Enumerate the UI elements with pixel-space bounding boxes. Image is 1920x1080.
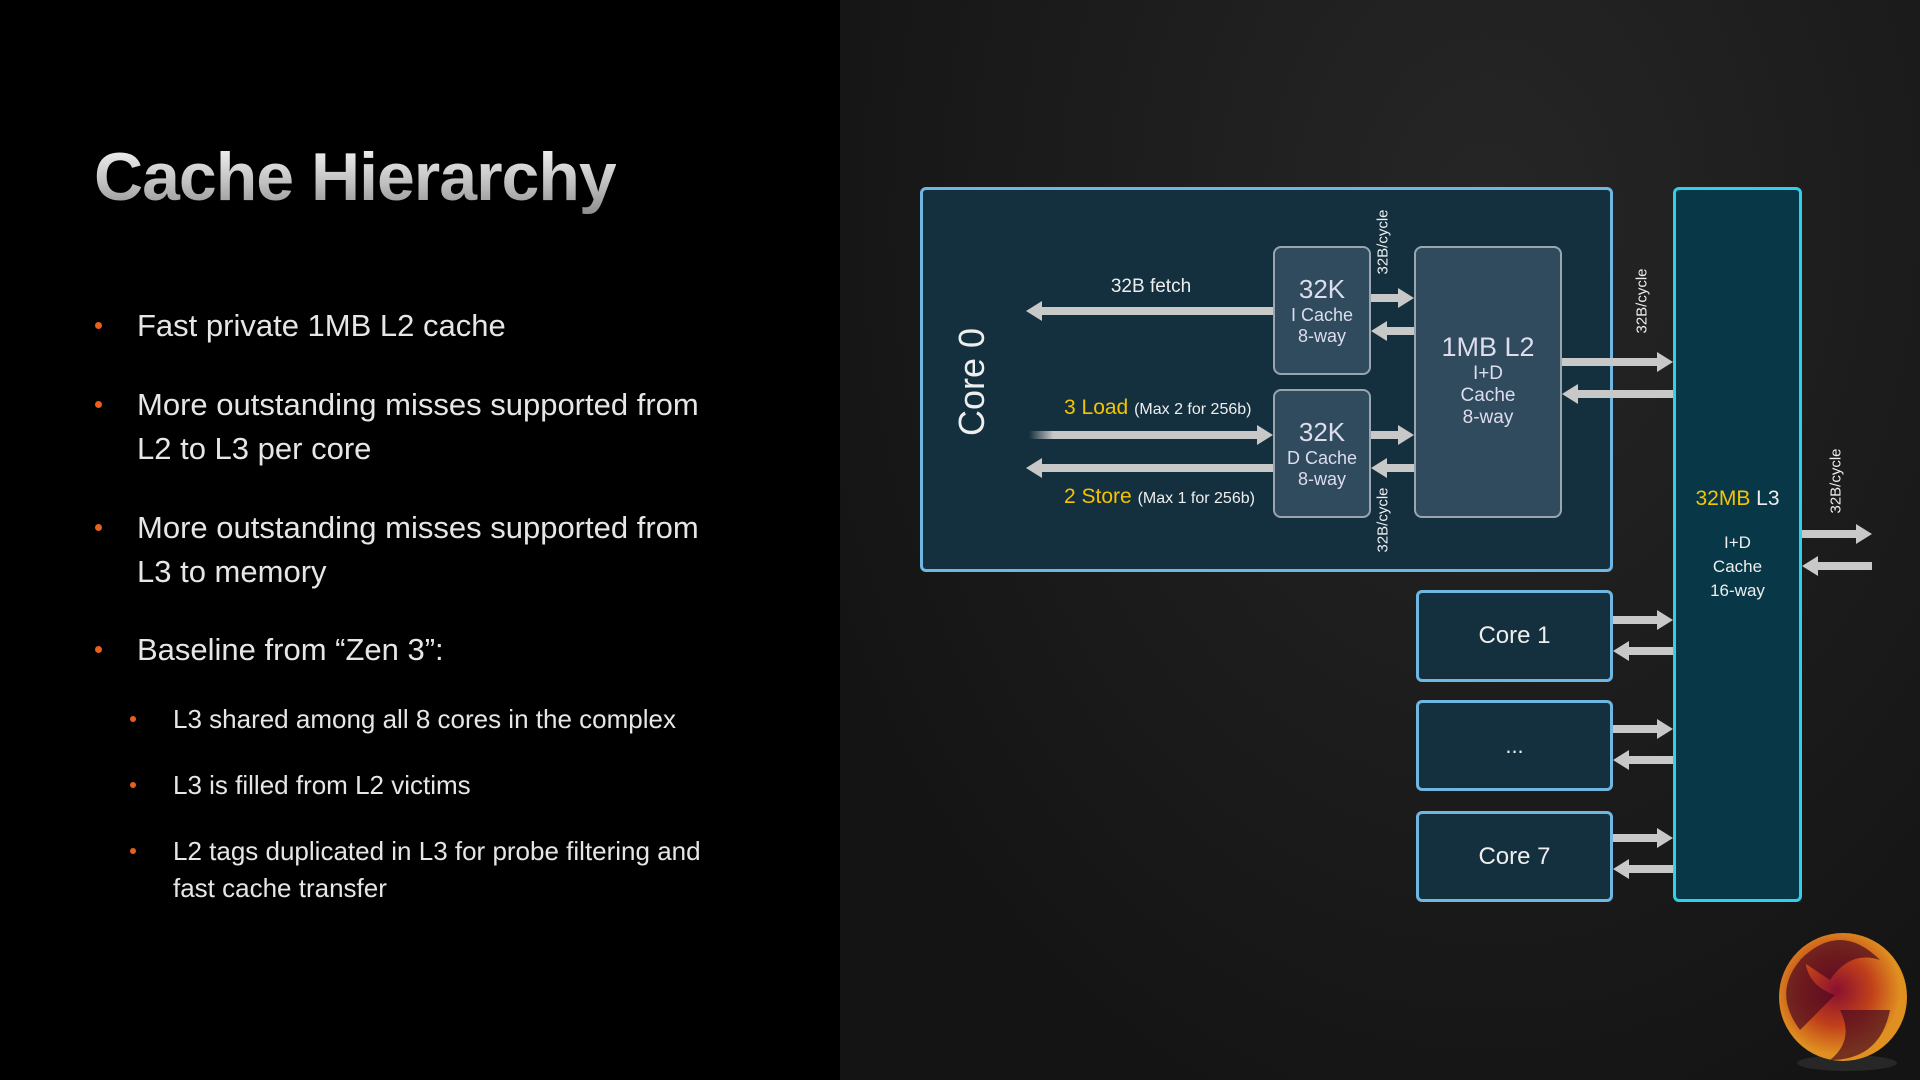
dcache-size: 32K bbox=[1298, 417, 1346, 447]
sub-bullet-1: L3 shared among all 8 cores in the compl… bbox=[173, 704, 676, 734]
bullet-dot bbox=[95, 322, 102, 329]
cores-to-l3-arrow bbox=[1613, 719, 1673, 739]
l3-to-cores-arrow bbox=[1613, 750, 1673, 770]
bullet-line: L2 tags duplicated in L3 for probe filte… bbox=[173, 836, 701, 866]
bullet-dot bbox=[95, 646, 102, 653]
l3-name: Cache bbox=[1712, 557, 1763, 576]
l3-to-core1-arrow bbox=[1613, 641, 1673, 661]
l3-box: 32MB L3 I+D Cache 16-way bbox=[1673, 187, 1802, 902]
l3-level: L3 bbox=[1756, 487, 1780, 510]
fetch-label: 32B fetch bbox=[1110, 276, 1192, 297]
core7-label: Core 7 bbox=[1478, 842, 1551, 870]
icache-size: 32K bbox=[1298, 274, 1346, 304]
more-cores-label: ... bbox=[1505, 732, 1524, 758]
dcache-ways: 8-way bbox=[1297, 469, 1346, 489]
slide-title: Cache Hierarchy bbox=[94, 139, 617, 215]
icache-name: I Cache bbox=[1290, 305, 1354, 325]
load-note: (Max 2 for 256b) bbox=[1134, 401, 1252, 418]
store-note: (Max 1 for 256b) bbox=[1137, 490, 1255, 507]
l3-type: I+D bbox=[1724, 533, 1751, 552]
store-arrow bbox=[1026, 458, 1273, 478]
core7-box: Core 7 bbox=[1416, 811, 1613, 902]
bullet-1: Fast private 1MB L2 cache bbox=[137, 308, 506, 343]
memory-to-l3-arrow bbox=[1802, 556, 1872, 576]
l2-to-l3-arrow bbox=[1562, 352, 1673, 372]
core1-to-l3-arrow bbox=[1613, 610, 1673, 630]
bullet-line: More outstanding misses supported from bbox=[137, 387, 699, 422]
fetch-arrow bbox=[1026, 301, 1273, 321]
sub-bullet-2: L3 is filled from L2 victims bbox=[173, 770, 471, 800]
l2-to-dcache-arrow bbox=[1371, 458, 1414, 478]
l3-to-core7-arrow bbox=[1613, 859, 1673, 879]
bullet-dot bbox=[95, 401, 102, 408]
text-panel: Cache Hierarchy Fast private 1MB L2 cach… bbox=[0, 0, 840, 1080]
l3-ways: 16-way bbox=[1710, 581, 1765, 600]
load-label: 3 Load (Max 2 for 256b) bbox=[1064, 396, 1251, 420]
dcache-name: D Cache bbox=[1286, 448, 1358, 468]
l3-to-l2-arrow bbox=[1562, 384, 1673, 404]
store-label: 2 Store (Max 1 for 256b) bbox=[1064, 485, 1255, 509]
l3-to-memory-arrow bbox=[1802, 524, 1872, 544]
bullet-4: Baseline from “Zen 3”: bbox=[137, 632, 444, 667]
bullet-line: L3 to memory bbox=[137, 554, 327, 589]
dcache-box: 32K D Cache 8-way bbox=[1273, 389, 1371, 518]
more-cores-box: ... bbox=[1416, 700, 1613, 791]
icache-ways: 8-way bbox=[1297, 326, 1346, 346]
sub-bullet-dot bbox=[130, 782, 136, 788]
sub-bullet-dot bbox=[130, 848, 136, 854]
bullet-line: L2 to L3 per core bbox=[137, 431, 372, 466]
core1-box: Core 1 bbox=[1416, 590, 1613, 682]
icache-to-l2-arrow bbox=[1371, 288, 1414, 308]
l2-size: 1MB L2 bbox=[1441, 332, 1535, 362]
dcache-to-l2-arrow bbox=[1371, 425, 1414, 445]
icache-box: 32K I Cache 8-way bbox=[1273, 246, 1371, 375]
core1-label: Core 1 bbox=[1478, 622, 1551, 649]
l2-to-icache-arrow bbox=[1371, 321, 1414, 341]
sub-bullet-3: L2 tags duplicated in L3 for probe filte… bbox=[173, 833, 701, 907]
l2-ways: 8-way bbox=[1462, 407, 1514, 428]
store-count: 2 Store bbox=[1064, 485, 1132, 508]
sub-bullet-dot bbox=[130, 716, 136, 722]
core7-to-l3-arrow bbox=[1613, 828, 1673, 848]
load-arrow bbox=[1029, 425, 1273, 445]
bullet-dot bbox=[95, 524, 102, 531]
bullet-line: fast cache transfer bbox=[173, 873, 387, 903]
l2-type: I+D bbox=[1472, 363, 1504, 384]
l2-box: 1MB L2 I+D Cache 8-way bbox=[1414, 246, 1562, 518]
l3-size: 32MB bbox=[1695, 487, 1751, 510]
l2-name: Cache bbox=[1460, 385, 1516, 406]
bullet-line: More outstanding misses supported from bbox=[137, 510, 699, 545]
load-count: 3 Load bbox=[1064, 396, 1129, 419]
